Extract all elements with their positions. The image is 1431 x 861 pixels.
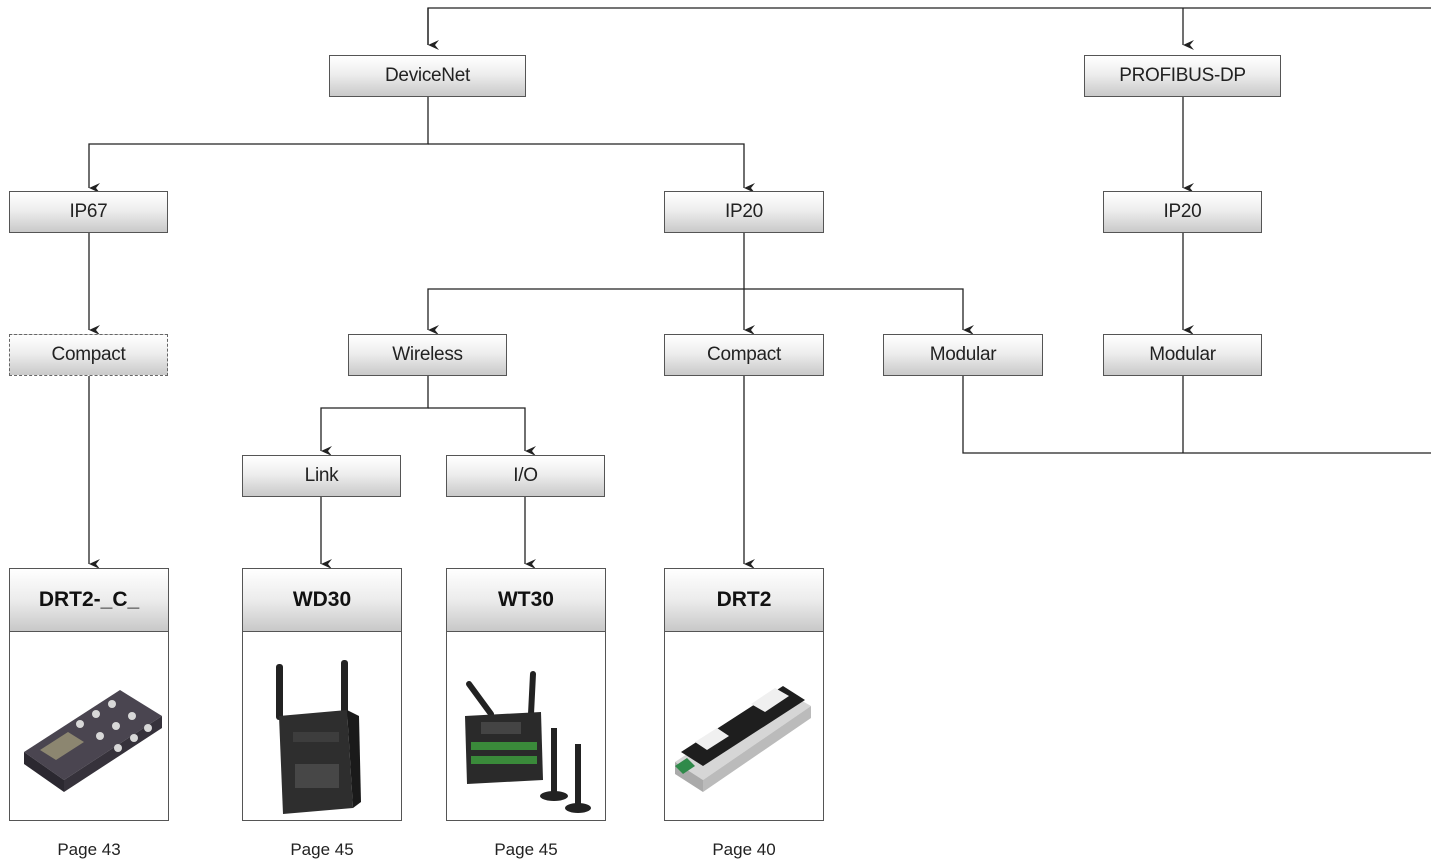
product-card-drt2-c: DRT2-_C_ [9,568,169,821]
wt30-wireless-io-icon [465,671,591,813]
product-image [447,632,605,820]
page-ref-drt2: Page 40 [712,840,776,859]
product-card-wt30: WT30 [446,568,606,821]
node-ip67: IP67 [9,191,168,233]
drt2-io-terminal-icon [675,686,811,792]
product-title: DRT2-_C_ [10,569,168,632]
node-modular-profibus: Modular [1103,334,1262,376]
page-ref-wt30: Page 45 [494,840,558,859]
node-compact-ip20: Compact [664,334,824,376]
product-image [665,632,823,820]
node-compact-ip67: Compact [9,334,168,376]
product-card-wd30: WD30 [242,568,402,821]
product-title: DRT2 [665,569,823,632]
product-title: WT30 [447,569,605,632]
product-image [10,632,168,820]
drt2-c-module-icon [24,690,162,792]
product-card-drt2: DRT2 [664,568,824,821]
node-ip20-devicenet: IP20 [664,191,824,233]
node-io: I/O [446,455,605,497]
node-devicenet: DeviceNet [329,55,526,97]
node-modular-devicenet: Modular [883,334,1043,376]
node-ip20-profibus: IP20 [1103,191,1262,233]
product-image [243,632,401,820]
node-profibus-dp: PROFIBUS-DP [1084,55,1281,97]
node-wireless: Wireless [348,334,507,376]
page-ref-drt2-c: Page 43 [57,840,121,859]
node-link: Link [242,455,401,497]
page-ref-wd30: Page 45 [290,840,354,859]
product-title: WD30 [243,569,401,632]
wd30-wireless-unit-icon [276,660,361,814]
